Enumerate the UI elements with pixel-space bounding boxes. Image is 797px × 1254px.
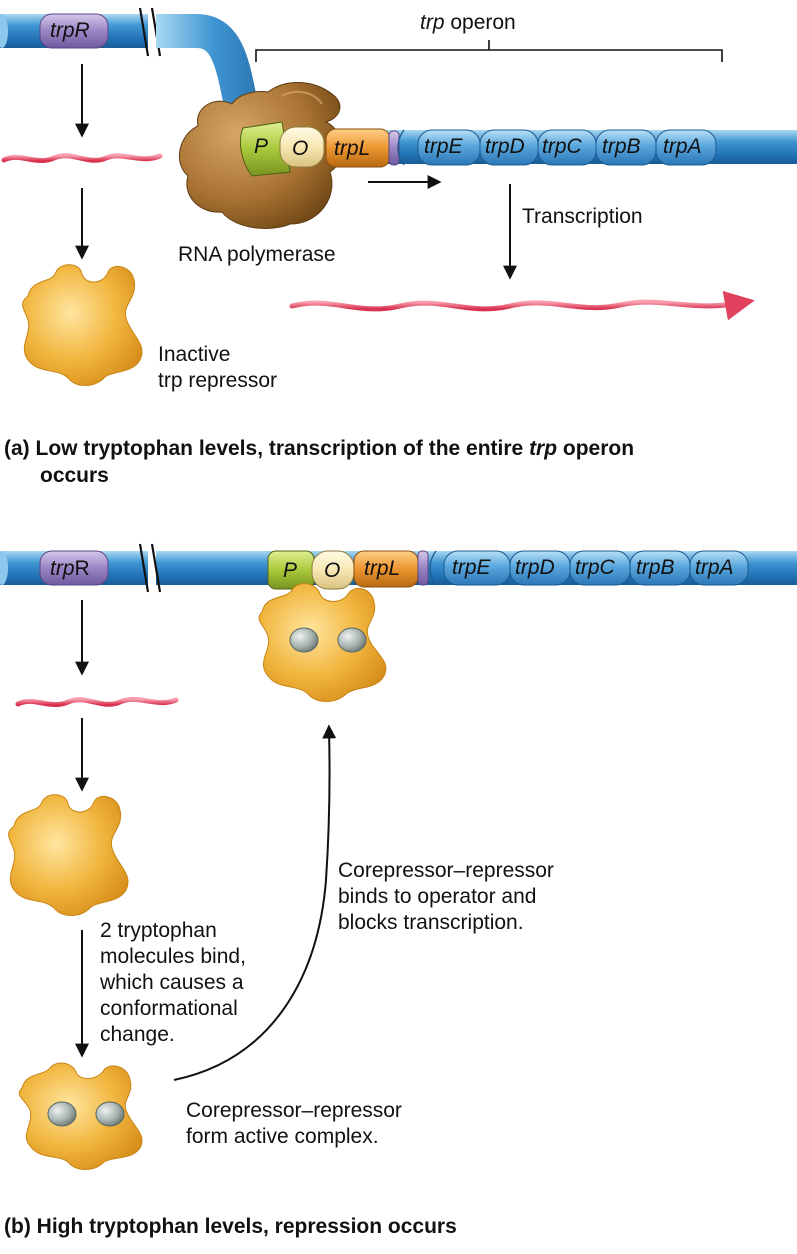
panel-a-segment-trpA: trpA xyxy=(663,135,702,158)
panel-b-segment-p: P xyxy=(283,559,298,582)
panel-b-bound-repressor xyxy=(258,583,387,702)
panel-b-segments xyxy=(267,550,749,590)
panel-a-segment-trpB: trpB xyxy=(602,135,641,158)
binding-text-line: change. xyxy=(100,1023,175,1046)
operator-text-line: binds to operator and xyxy=(338,885,537,908)
binding-text-line: conformational xyxy=(100,997,238,1020)
panel-a-caption-italic: trp xyxy=(529,437,558,460)
panel-a-segment-trpD: trpD xyxy=(485,135,525,158)
complex-text-line: form active complex. xyxy=(186,1125,379,1148)
panel-b-segment-trpD: trpD xyxy=(515,556,555,579)
panel-a-segments xyxy=(239,121,717,177)
panel-b-active-complex xyxy=(18,1062,143,1170)
binding-text-line: molecules bind, xyxy=(100,945,246,968)
panel-b-trpR-label-italic: trp xyxy=(50,557,75,580)
transcription-label: Transcription xyxy=(522,205,643,228)
panel-a-operon-label-italic: trp xyxy=(420,11,445,34)
panel-a-segment-o: O xyxy=(292,137,309,160)
panel-b-trpR-label-rest: R xyxy=(74,557,90,580)
panel-b-segment-trpA: trpA xyxy=(695,556,734,579)
panel-b-trpR-label: trpR xyxy=(50,556,90,581)
panel-b-trpR-mrna xyxy=(15,696,179,708)
panel-a-caption-line2: occurs xyxy=(40,464,109,487)
panel-a-operon-label: trp operon xyxy=(420,10,516,35)
panel-b-dna-break xyxy=(138,543,162,593)
panel-a-trpR-mrna xyxy=(1,153,163,164)
panel-a-segment-p: P xyxy=(254,135,269,158)
panel-a-caption-suffix: operon xyxy=(557,437,635,460)
operator-text-line: blocks transcription. xyxy=(338,911,524,934)
operator-text-line: Corepressor–repressor xyxy=(338,859,554,882)
panel-a-caption-prefix: (a) Low tryptophan levels, transcription… xyxy=(4,437,530,460)
panel-a-segment-trpL: trpL xyxy=(334,137,371,160)
panel-b-segment-o: O xyxy=(324,559,341,582)
rna-polymerase-label: RNA polymerase xyxy=(178,243,336,266)
binding-text-line: 2 tryptophan xyxy=(100,919,217,942)
panel-b-segment-trpE: trpE xyxy=(452,556,491,579)
complex-text-line: Corepressor–repressor xyxy=(186,1099,402,1122)
panel-b-caption: (b) High tryptophan levels, repression o… xyxy=(4,1215,457,1238)
panel-a-inactive-repressor xyxy=(22,264,143,386)
panel-a-segment-trpE: trpE xyxy=(424,135,463,158)
panel-b-segment-trpL: trpL xyxy=(364,557,401,580)
panel-a-segment-trpC: trpC xyxy=(542,135,582,158)
panel-a-trpR-segment xyxy=(39,13,109,49)
panel-a-operon-bracket xyxy=(255,40,723,62)
panel-b-inactive-repressor xyxy=(8,794,129,916)
panel-a-operon-mrna xyxy=(289,290,755,321)
panel-b-trpR-segment xyxy=(39,550,109,586)
panel-a-caption: (a) Low tryptophan levels, transcription… xyxy=(4,435,634,462)
panel-b-segment-trpC: trpC xyxy=(575,556,615,579)
inactive-repressor-label-2: trp repressor xyxy=(158,369,278,392)
panel-b-segment-trpB: trpB xyxy=(636,556,675,579)
panel-a-trpR-label: trpR xyxy=(50,19,90,42)
inactive-repressor-label-1: Inactive xyxy=(158,343,231,366)
panel-b-arrow-to-operator xyxy=(173,724,337,1081)
panel-a-operon-label-rest: operon xyxy=(444,11,516,34)
binding-text-line: which causes a xyxy=(100,971,244,994)
